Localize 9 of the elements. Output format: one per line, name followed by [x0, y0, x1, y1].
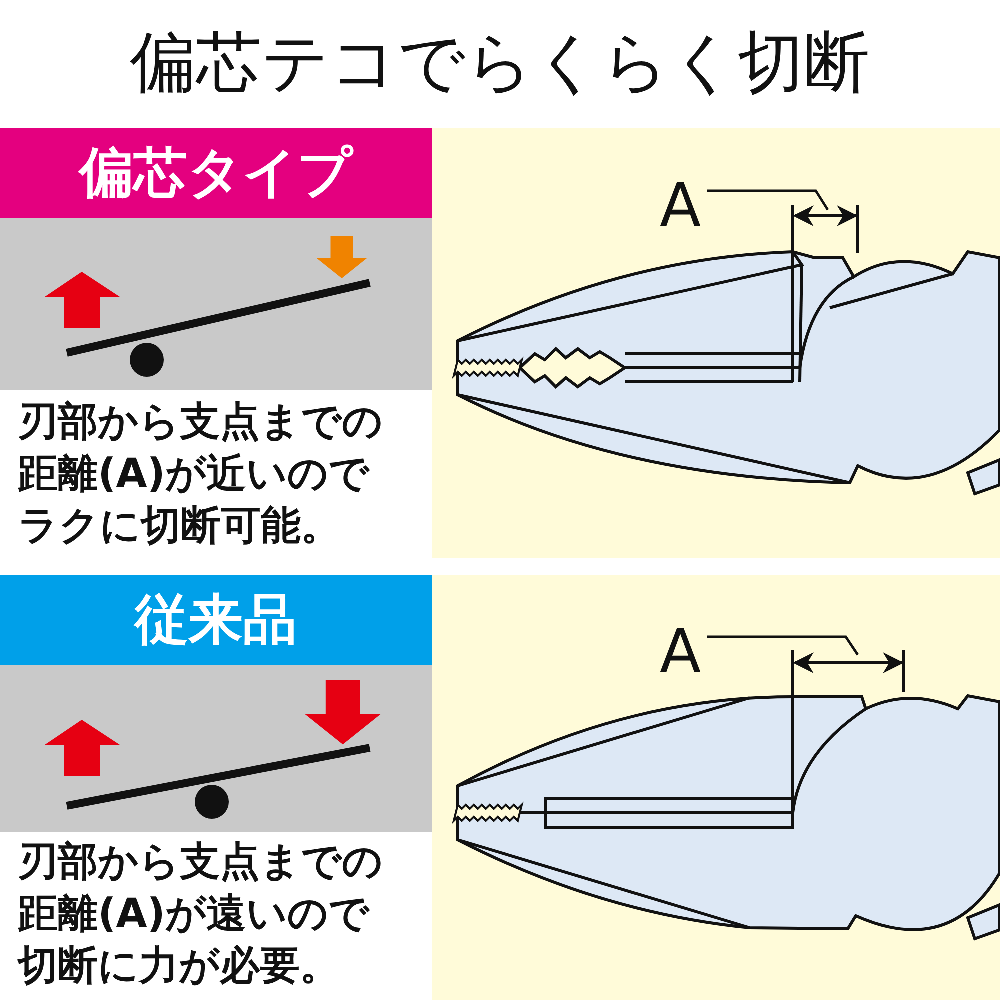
title: 偏芯テコでらくらく切断	[129, 23, 871, 103]
header-band: 偏芯タイプ	[0, 128, 432, 218]
leader-line	[707, 636, 860, 656]
description-text: 刃部から支点までの距離(A)が遠いので切断に力が必要。	[18, 838, 384, 991]
dimension-label: A	[660, 176, 702, 236]
dimension-label: A	[660, 622, 702, 682]
header-band: 従来品	[0, 575, 432, 665]
description-text: 刃部から支点までの距離(A)が近いのでラクに切断可能。	[18, 398, 384, 551]
leader-line	[707, 190, 830, 211]
